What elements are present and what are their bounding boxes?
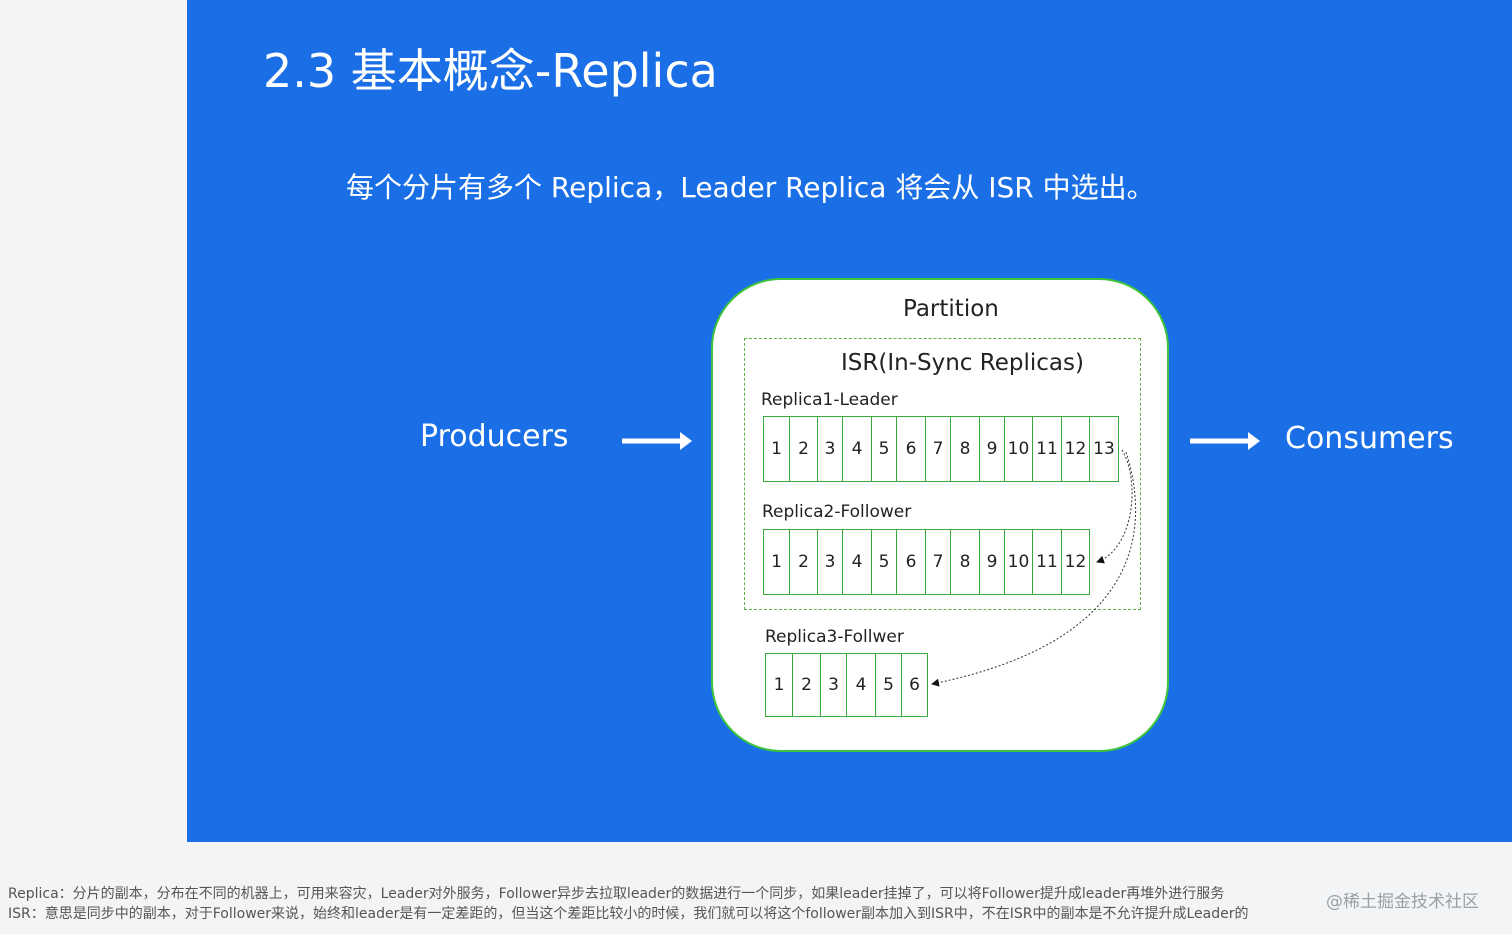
log-cell: 4 <box>843 416 872 482</box>
replica3-label: Replica3-Follwer <box>765 627 904 647</box>
log-cell: 9 <box>980 416 1005 482</box>
log-cell: 5 <box>872 529 897 595</box>
log-cell: 6 <box>897 529 926 595</box>
consumers-arrow-icon <box>1190 432 1260 450</box>
replica2-label: Replica2-Follower <box>762 502 912 522</box>
replica1-label: Replica1-Leader <box>761 390 898 410</box>
producers-arrow-icon <box>622 432 692 450</box>
log-cell: 5 <box>876 653 902 717</box>
log-cell: 12 <box>1062 529 1090 595</box>
log-cell: 5 <box>872 416 897 482</box>
log-cell: 8 <box>951 529 980 595</box>
log-cell: 10 <box>1005 416 1033 482</box>
log-cell: 3 <box>818 416 843 482</box>
watermark: @稀土掘金技术社区 <box>1326 892 1479 912</box>
slide-title: 2.3 基本概念-Replica <box>263 44 718 98</box>
log-cell: 3 <box>818 529 843 595</box>
log-cell: 11 <box>1033 416 1062 482</box>
log-cell: 6 <box>897 416 926 482</box>
log-cell: 7 <box>926 416 951 482</box>
log-cell: 12 <box>1062 416 1090 482</box>
log-cell: 2 <box>790 529 818 595</box>
log-cell: 2 <box>793 653 821 717</box>
log-cell: 3 <box>821 653 847 717</box>
footer-note-isr: ISR：意思是同步中的副本，对于Follower来说，始终和leader是有一定… <box>8 906 1249 922</box>
log-cell: 10 <box>1005 529 1033 595</box>
slide-subtitle: 每个分片有多个 Replica，Leader Replica 将会从 ISR 中… <box>346 171 1155 204</box>
log-cell: 1 <box>765 653 793 717</box>
log-cell: 4 <box>847 653 876 717</box>
log-cell: 1 <box>763 529 790 595</box>
log-cell: 4 <box>843 529 872 595</box>
isr-label: ISR(In-Sync Replicas) <box>841 350 1084 376</box>
consumers-label: Consumers <box>1285 421 1454 456</box>
log-cell: 1 <box>763 416 790 482</box>
log-cell: 9 <box>980 529 1005 595</box>
footer-note-replica: Replica：分片的副本，分布在不同的机器上，可用来容灾，Leader对外服务… <box>8 886 1225 902</box>
log-cell: 7 <box>926 529 951 595</box>
log-cell: 6 <box>902 653 928 717</box>
producers-label: Producers <box>420 419 569 454</box>
log-cell: 11 <box>1033 529 1062 595</box>
log-cell: 2 <box>790 416 818 482</box>
log-cell: 13 <box>1090 416 1119 482</box>
partition-label: Partition <box>903 296 999 322</box>
log-cell: 8 <box>951 416 980 482</box>
